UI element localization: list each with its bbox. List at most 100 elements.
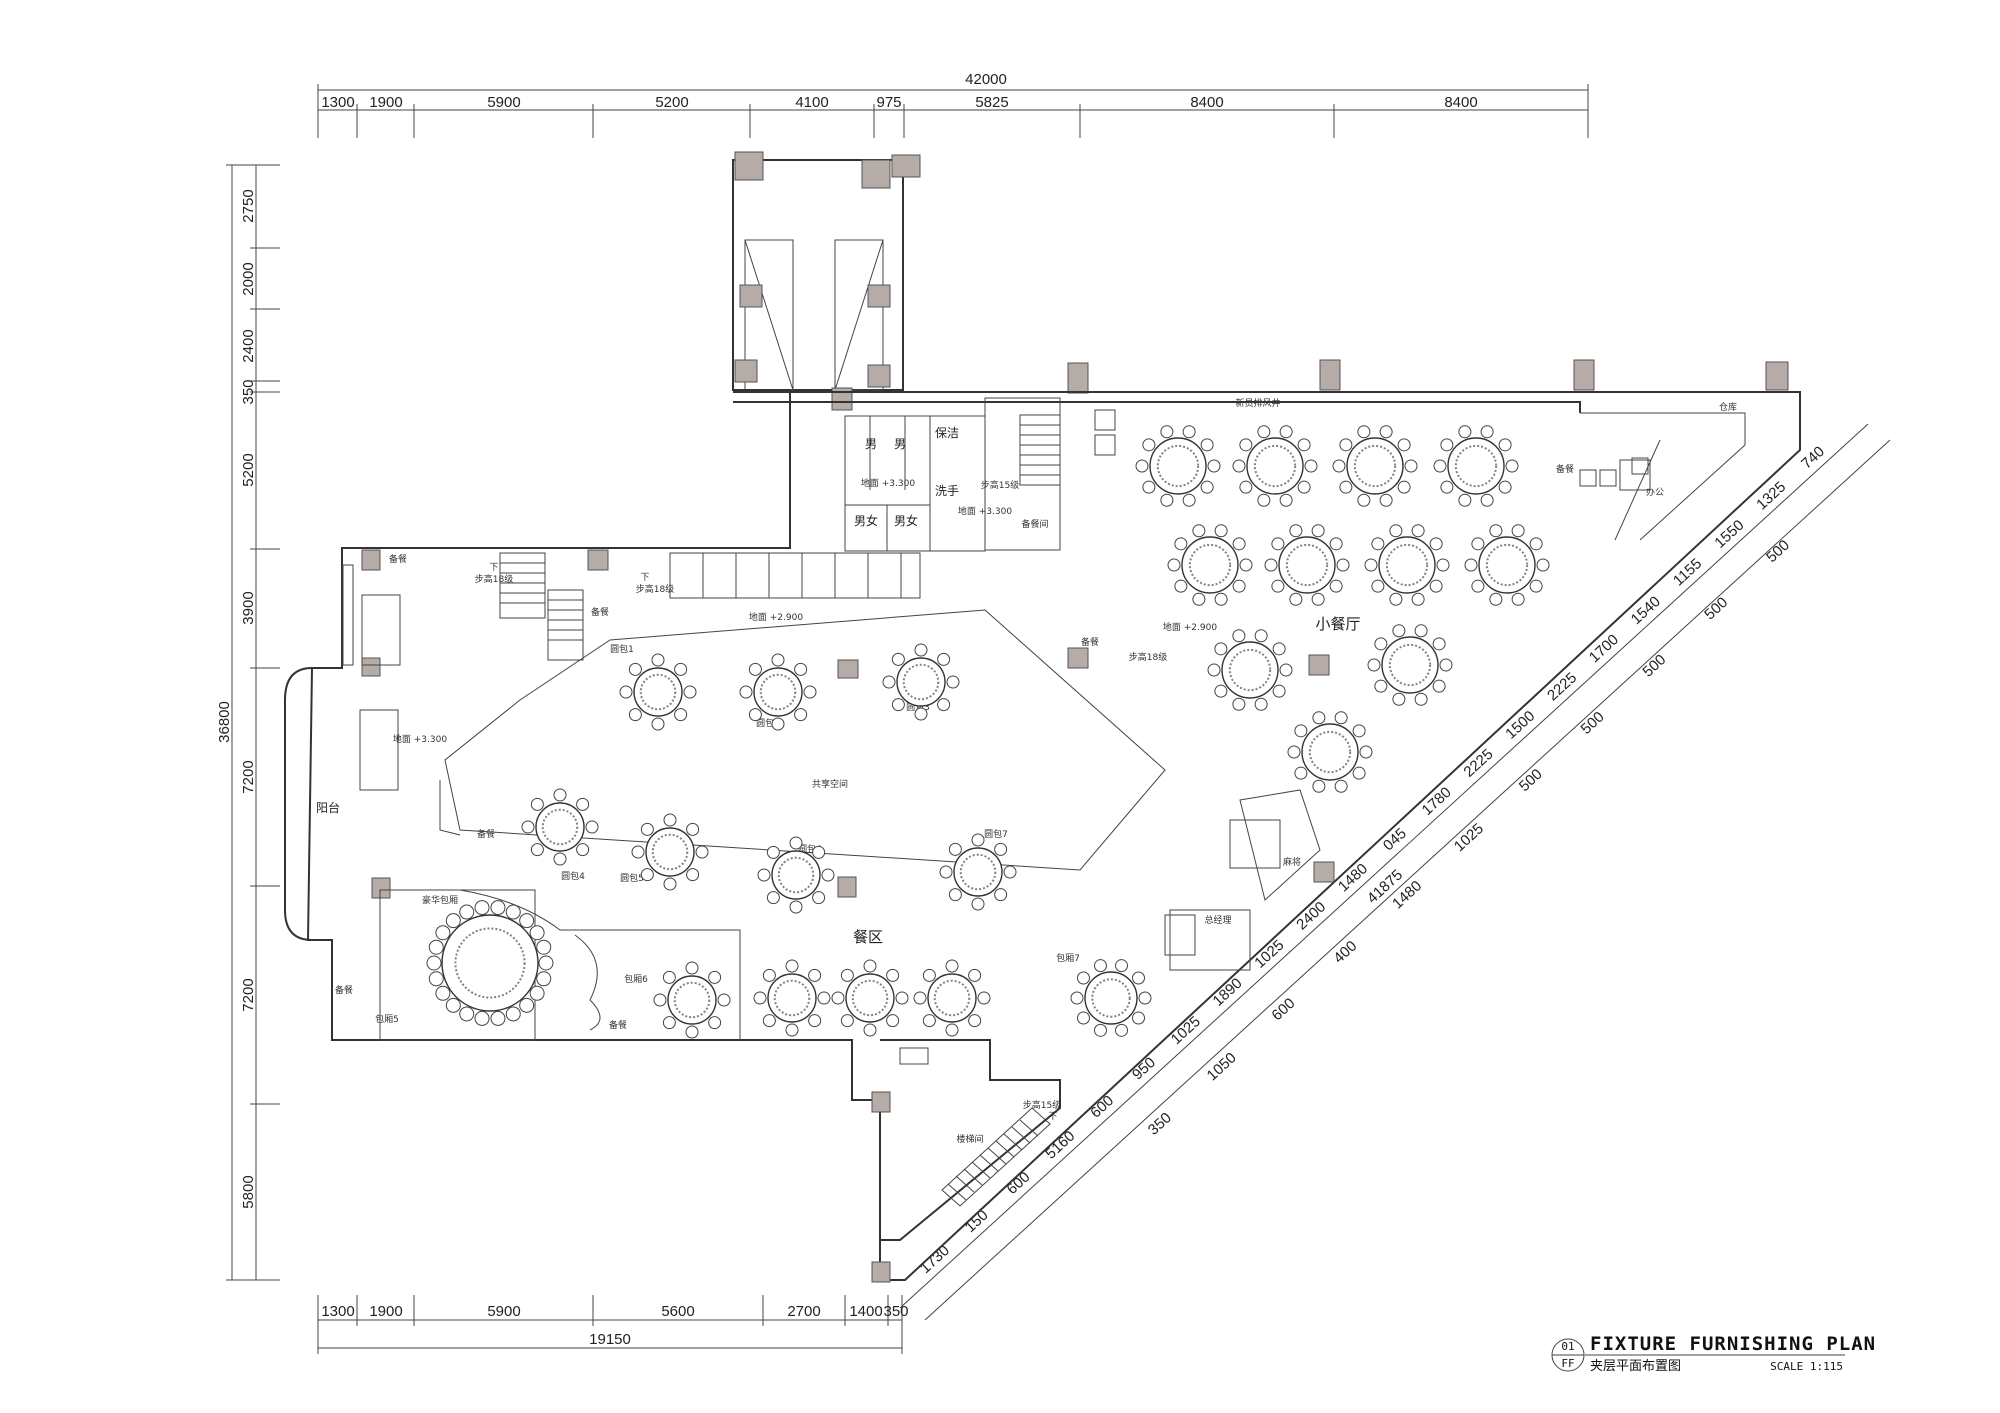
round-table: [653, 961, 731, 1039]
room-box-5: 包厢5: [375, 1013, 399, 1025]
room-male-1: 男: [865, 437, 877, 451]
room-small-hall: 小餐厅: [1315, 615, 1360, 633]
round-table: [1135, 425, 1221, 507]
round-table: [1207, 629, 1293, 711]
room-gm: 总经理: [1204, 914, 1231, 926]
label-down: 下: [489, 563, 498, 573]
room-round-4: 圆包4: [561, 870, 585, 882]
label-level: 地面 +3.300: [861, 477, 915, 489]
room-prep-room: 备餐间: [1021, 518, 1048, 530]
round-table: [1367, 624, 1453, 706]
dim-bottom-seg: 1300: [321, 1303, 354, 1320]
title-code: FF: [1561, 1357, 1574, 1370]
dim-left-seg: 7200: [240, 978, 257, 1011]
label-exhaust: 新员排风井: [1235, 397, 1280, 409]
dim-left-seg: 7200: [240, 760, 257, 793]
round-table: [521, 788, 599, 866]
dim-diag-seg: 1700: [1586, 631, 1622, 666]
dim-diag-seg-outer: 1050: [1204, 1049, 1240, 1084]
round-table: [1287, 711, 1373, 793]
drawing-subtitle: 夹层平面布置图: [1590, 1359, 1681, 1374]
room-round-7: 圆包7: [984, 828, 1008, 840]
room-cleaning: 保洁: [935, 426, 959, 440]
dim-top-seg: 4100: [795, 94, 828, 111]
dim-bottom-seg: 350: [883, 1303, 908, 1320]
label-prep: 备餐: [591, 606, 609, 618]
label-level: 地面 +2.900: [1163, 621, 1217, 633]
dim-diag-seg: 740: [1798, 443, 1828, 472]
label-level: 地面 +3.300: [958, 505, 1012, 517]
dim-diag-seg: 1730: [917, 1242, 953, 1277]
dim-diag-seg: 1500: [1502, 708, 1538, 743]
dim-left-seg: 350: [240, 379, 257, 404]
label-prep: 备餐: [335, 984, 353, 996]
dim-top-seg: 1900: [369, 94, 402, 111]
round-table: [1167, 524, 1253, 606]
room-shared-space: 共享空间: [812, 778, 848, 790]
round-table: [1364, 524, 1450, 606]
dim-left-total: 36800: [216, 701, 233, 743]
left-dimensions: 36800 2750 2000 2400 350 5200 3900 7200 …: [216, 164, 280, 1281]
title-block: 01 FF FIXTURE FURNISHING PLAN 夹层平面布置图 SC…: [1551, 1333, 1876, 1374]
label-prep: 备餐: [1081, 636, 1099, 648]
dim-top-total: 42000: [965, 71, 1007, 88]
dim-top-seg: 5825: [975, 94, 1008, 111]
round-table: [631, 813, 709, 891]
dim-bottom-seg: 1900: [369, 1303, 402, 1320]
dim-bottom-seg: 5600: [661, 1303, 694, 1320]
dim-bottom-seg: 2700: [787, 1303, 820, 1320]
dim-diag-seg-outer: 500: [1516, 766, 1546, 795]
round-table: [739, 653, 817, 731]
room-mahjong: 麻将: [1283, 856, 1301, 868]
dim-diag-seg: 1325: [1753, 478, 1789, 513]
dim-diag-seg: 1540: [1628, 593, 1664, 628]
round-table: [1332, 425, 1418, 507]
outer-walls: [284, 389, 1801, 1281]
dim-diag-seg-outer: 500: [1763, 537, 1793, 566]
label-steps: 步高15级: [981, 479, 1019, 491]
round-table: [831, 959, 909, 1037]
room-storage: 仓库: [1719, 401, 1737, 413]
dim-bottom-seg: 1400: [849, 1303, 882, 1320]
round-table: [753, 959, 831, 1037]
dim-left-seg: 2000: [240, 262, 257, 295]
round-table: [1232, 425, 1318, 507]
room-office: 办公: [1646, 486, 1664, 498]
dim-diag-seg-outer: 500: [1701, 594, 1731, 623]
dim-diag-seg-outer: 1025: [1451, 820, 1487, 855]
dim-diag-seg: 2225: [1544, 669, 1580, 704]
label-down: 下: [1048, 1112, 1057, 1122]
round-table: [757, 836, 835, 914]
title-number: 01: [1561, 1340, 1574, 1353]
dim-diag-seg: 5160: [1042, 1128, 1078, 1163]
dim-bottom-seg: 5900: [487, 1303, 520, 1320]
dim-diag-seg-outer: 500: [1578, 708, 1608, 737]
round-table: [939, 833, 1017, 911]
label-prep: 备餐: [609, 1019, 627, 1031]
label-steps: 步高18级: [1129, 651, 1167, 663]
dim-left-seg: 2750: [240, 189, 257, 222]
dim-top-seg: 1300: [321, 94, 354, 111]
room-round-1: 圆包1: [610, 643, 634, 655]
round-table: [1464, 524, 1550, 606]
dim-top-seg: 8400: [1190, 94, 1223, 111]
dim-diag-seg-outer: 500: [1639, 651, 1669, 680]
dim-left-seg: 3900: [240, 591, 257, 624]
round-table: [913, 959, 991, 1037]
label-steps: 步高18级: [636, 583, 674, 595]
round-table: [426, 900, 554, 1026]
room-male-2: 男: [894, 437, 906, 451]
drawing-title: FIXTURE FURNISHING PLAN: [1590, 1333, 1876, 1355]
top-dimensions: 42000 1300 1900 5900 5200 4100 975 5825 …: [317, 71, 1589, 138]
label-level: 地面 +2.900: [749, 611, 803, 623]
dim-diag-seg-outer: 600: [1269, 995, 1299, 1024]
dim-diag-seg-outer: 400: [1330, 938, 1360, 967]
dim-left-seg: 2400: [240, 329, 257, 362]
label-prep: 备餐: [389, 553, 407, 565]
round-table: [882, 643, 960, 721]
room-stair: 楼梯间: [956, 1133, 983, 1145]
dim-diag-seg: 1780: [1419, 784, 1455, 819]
stair-room: 楼梯间 步高15级 下: [880, 1039, 1061, 1241]
dim-top-seg: 975: [876, 94, 901, 111]
